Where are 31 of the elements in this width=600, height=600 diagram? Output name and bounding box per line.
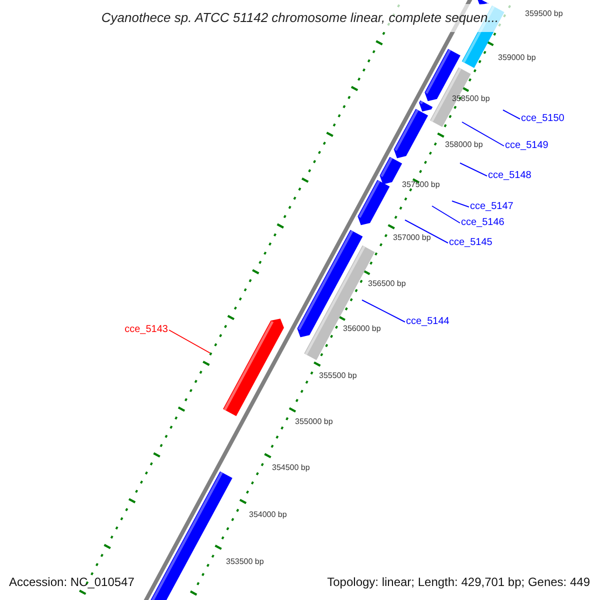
tick-label: 357500 bp [402, 181, 440, 189]
summary-text: Topology: linear; Length: 429,701 bp; Genes: 449 [327, 576, 590, 588]
tick-label: 354500 bp [272, 464, 310, 472]
tick-label: 355000 bp [295, 418, 333, 426]
leader-line [460, 162, 488, 176]
tick-label: 356000 bp [343, 325, 381, 333]
gene-label: cce_5148 [488, 171, 532, 181]
tick-label: 353500 bp [226, 558, 264, 566]
gene-label: cce_5146 [461, 218, 504, 228]
gene-label: cce_5147 [470, 202, 514, 212]
tick-label: 358000 bp [445, 141, 483, 149]
gene-label: cce_5149 [505, 141, 548, 151]
leader-line [432, 206, 460, 224]
accession-text: Accession: NC_010547 [9, 576, 134, 588]
tick-label: 356500 bp [368, 280, 406, 288]
tick-label: 359000 bp [498, 54, 536, 62]
leader-line [362, 300, 406, 322]
tick-label: 357000 bp [393, 234, 431, 242]
tick-label: 358500 bp [452, 95, 490, 103]
gene-label: cce_5144 [406, 317, 450, 327]
gene-label: cce_5143 [124, 325, 168, 335]
tick-label: 359500 bp [525, 10, 563, 18]
leader-line [452, 200, 470, 208]
leader-line [502, 110, 520, 120]
gene-label: cce_5150 [521, 114, 564, 124]
tick-label: 354000 bp [249, 511, 287, 519]
tick-label: 355500 bp [319, 372, 357, 380]
gene-label: cce_5145 [449, 238, 492, 248]
leader-line [462, 122, 504, 146]
leader-line [168, 330, 210, 354]
leader-line [404, 220, 448, 244]
